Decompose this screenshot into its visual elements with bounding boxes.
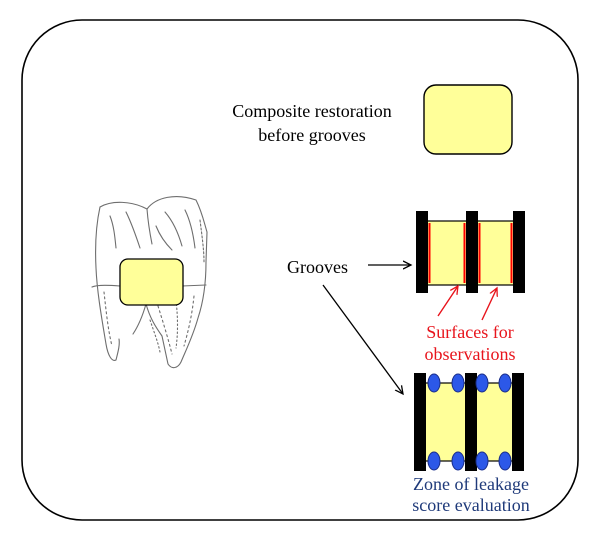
tooth-icon xyxy=(91,196,208,369)
composite-label-line1: Composite restoration xyxy=(232,101,391,121)
composite-before-grooves xyxy=(423,84,513,155)
grooves-label: Grooves xyxy=(287,257,348,277)
groove-wall xyxy=(416,211,428,293)
leakage-zone-dot xyxy=(427,451,441,471)
grooves-arrow-diagonal xyxy=(322,284,403,394)
leakage-zone-dot xyxy=(475,373,489,393)
surfaces-label-line1: Surfaces for xyxy=(426,322,513,342)
leakage-zone-dot xyxy=(498,451,512,471)
leakage-zone-dot xyxy=(475,451,489,471)
leakage-zone-dot xyxy=(451,451,465,471)
surface-arrow-right xyxy=(481,288,497,321)
groove-wall xyxy=(465,373,477,471)
surfaces-label-line2: observations xyxy=(425,344,516,364)
zone-label-line1: Zone of leakage xyxy=(413,474,529,494)
groove-wall xyxy=(512,373,524,471)
groove-wall xyxy=(513,211,525,293)
leakage-zone-dot xyxy=(427,373,441,393)
composite-label-line2: before grooves xyxy=(258,125,365,145)
grooved-restoration-top xyxy=(416,211,525,293)
leakage-zone-dot xyxy=(498,373,512,393)
groove-wall xyxy=(466,211,478,293)
tooth-composite-restoration xyxy=(119,258,184,306)
zone-label-line2: score evaluation xyxy=(412,495,529,515)
groove-wall xyxy=(414,373,426,471)
grooved-restoration-bottom xyxy=(414,373,524,471)
leakage-zone-dot xyxy=(451,373,465,393)
surface-arrow-left xyxy=(437,286,458,317)
